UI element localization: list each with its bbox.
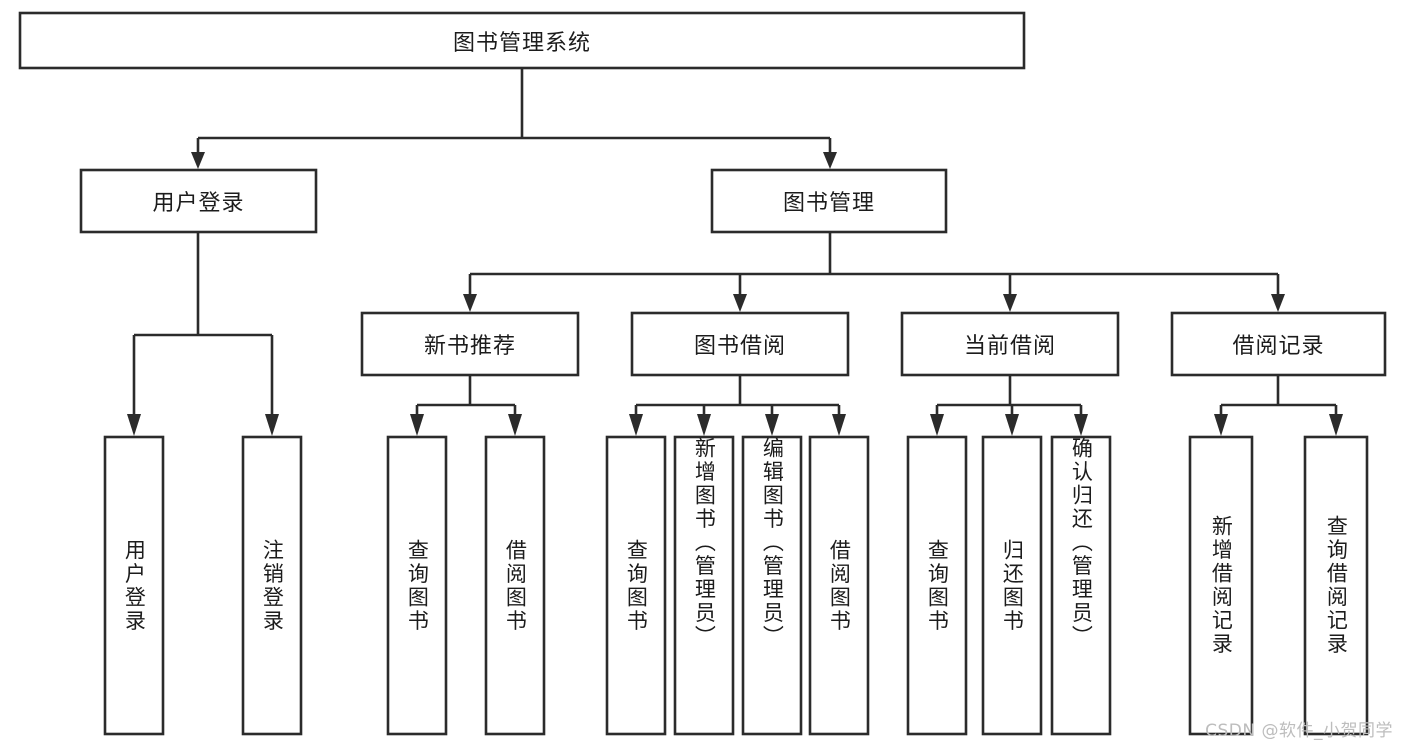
node-box-new-book-recommend[interactable]: [360, 311, 580, 377]
arrow-head-new-book-rec-leaf-2: [508, 414, 522, 436]
arrow-head-current-borrow-leaf-1: [930, 414, 944, 436]
connector-group-book-mgmt: [463, 232, 1285, 312]
leaf-box-1[interactable]: [241, 435, 303, 736]
node-box-current-borrow[interactable]: [900, 311, 1120, 377]
connector-group-current-borrow: [930, 375, 1088, 436]
arrow-head-root-to-user-login: [191, 152, 205, 169]
arrow-head-borrow-record-leaf-1: [1214, 414, 1228, 436]
leaf-box-12[interactable]: [1303, 435, 1369, 736]
arrow-head-book-borrow-leaf-4: [832, 414, 846, 436]
leaf-box-8[interactable]: [906, 435, 968, 736]
connector-group-root: [191, 68, 837, 169]
leaf-box-11[interactable]: [1188, 435, 1254, 736]
node-box-user-login[interactable]: [79, 168, 318, 234]
arrow-head-to-new-book-rec: [463, 294, 477, 312]
arrow-head-user-login-leaf-1: [127, 414, 141, 436]
leaf-box-3[interactable]: [484, 435, 546, 736]
arrow-head-to-book-borrow: [733, 294, 747, 312]
arrow-head-user-login-leaf-2: [265, 414, 279, 436]
arrow-head-borrow-record-leaf-2: [1329, 414, 1343, 436]
arrow-head-book-borrow-leaf-2: [697, 414, 711, 436]
connector-group-new-book-rec: [410, 375, 522, 436]
arrow-head-current-borrow-leaf-3: [1074, 414, 1088, 436]
node-box-borrow-record[interactable]: [1170, 311, 1387, 377]
node-box-book-management[interactable]: [710, 168, 948, 234]
leaf-box-7[interactable]: [808, 435, 870, 736]
arrow-head-current-borrow-leaf-2: [1005, 414, 1019, 436]
leaf-box-5[interactable]: [673, 435, 735, 736]
connector-group-book-borrow: [629, 375, 846, 436]
leaf-box-4[interactable]: [605, 435, 667, 736]
node-box-root[interactable]: [18, 11, 1026, 70]
arrow-head-root-to-book-mgmt: [823, 152, 837, 169]
leaf-box-6[interactable]: [741, 435, 803, 736]
arrow-head-to-borrow-record: [1271, 294, 1285, 312]
arrow-head-new-book-rec-leaf-1: [410, 414, 424, 436]
leaf-box-0[interactable]: [103, 435, 165, 736]
node-box-book-borrow[interactable]: [630, 311, 850, 377]
arrow-head-book-borrow-leaf-1: [629, 414, 643, 436]
leaf-box-9[interactable]: [981, 435, 1043, 736]
connector-group-borrow-record: [1214, 375, 1343, 436]
leaf-box-10[interactable]: [1050, 435, 1112, 736]
connector-group-user-login: [127, 232, 279, 436]
arrow-head-to-current-borrow: [1003, 294, 1017, 312]
arrow-head-book-borrow-leaf-3: [765, 414, 779, 436]
leaf-box-2[interactable]: [386, 435, 448, 736]
